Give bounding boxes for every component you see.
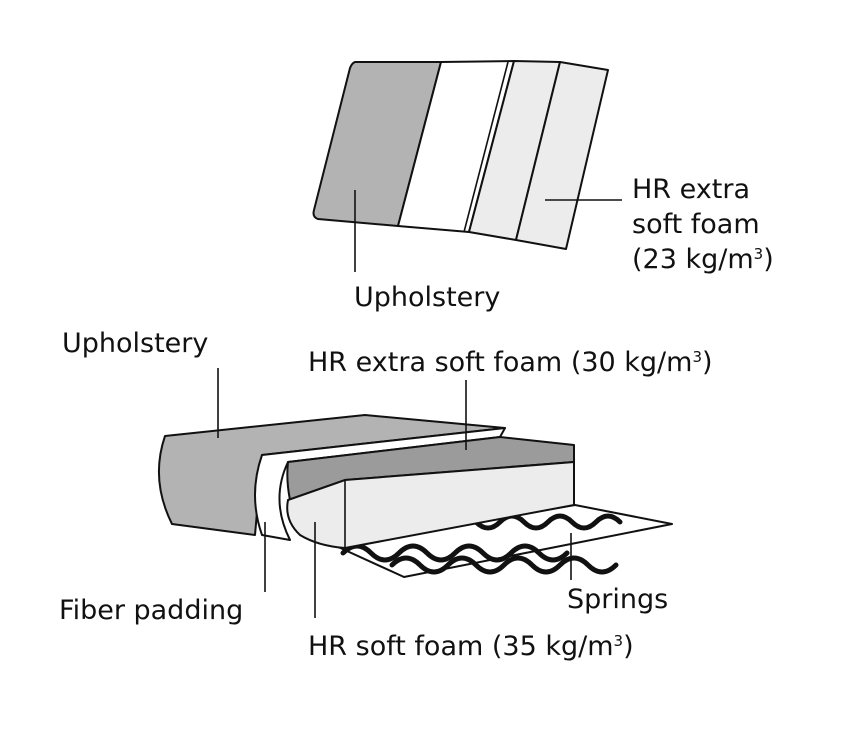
springs-label: Springs — [567, 584, 668, 615]
fiber-padding-label: Fiber padding — [59, 595, 243, 626]
top-foam-density-sup: 3 — [754, 245, 764, 263]
top-foam-label-line2: soft foam — [632, 209, 760, 240]
fiber-padding-layer — [254, 427, 506, 541]
soft-foam-density-suffix: ) — [623, 631, 634, 662]
top-foam-label-line1: HR extra — [632, 174, 750, 205]
top-cushion-inner-line — [463, 61, 509, 233]
seat: Upholstery HR extra soft foam (30 kg/m3)… — [59, 328, 713, 662]
top-cushion-upholstery-layer — [312, 61, 442, 227]
soft-foam-density-sup: 3 — [614, 632, 624, 650]
top-cushion-foam-layer-b — [515, 61, 609, 250]
spring-row-1 — [340, 543, 570, 563]
top-foam-density-suffix: ) — [763, 244, 774, 275]
top-foam-density-prefix: (23 kg/m — [632, 244, 754, 275]
extra-soft-foam-density-sup: 3 — [692, 348, 702, 366]
soft-foam-label: HR soft foam (35 kg/m3) — [308, 631, 634, 662]
soft-foam-density-prefix: HR soft foam (35 kg/m — [308, 631, 614, 662]
extra-soft-foam-density-suffix: ) — [702, 347, 713, 378]
seat-upholstery-label: Upholstery — [62, 328, 208, 359]
extra-soft-foam-density-prefix: HR extra soft foam (30 kg/m — [308, 347, 692, 378]
top-cushion: HR extra soft foam (23 kg/m3) Upholstery — [312, 60, 774, 313]
extra-soft-foam-label: HR extra soft foam (30 kg/m3) — [308, 347, 713, 378]
spring-row-2 — [389, 555, 619, 575]
top-foam-label-line3: (23 kg/m3) — [632, 244, 774, 275]
top-upholstery-label: Upholstery — [354, 282, 500, 313]
